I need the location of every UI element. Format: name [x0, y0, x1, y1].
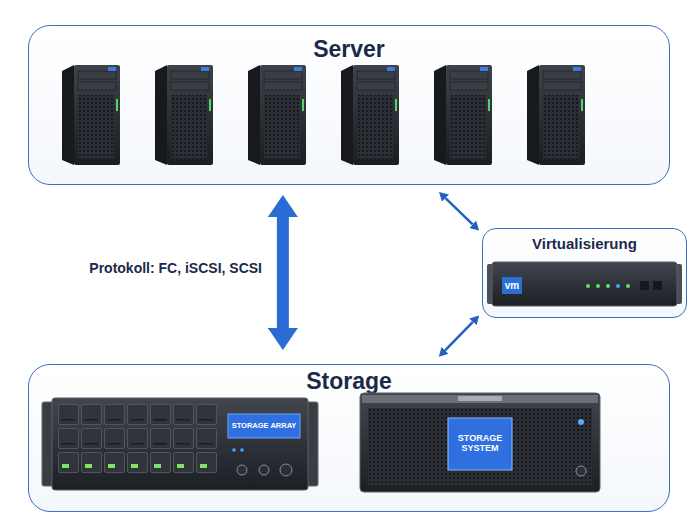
link-arrow [445, 322, 473, 351]
group-title: Virtualisierung [483, 234, 686, 254]
appliance-body [492, 262, 677, 306]
server-tower [341, 65, 399, 165]
server-tower [527, 65, 585, 165]
power-led [578, 419, 584, 425]
port [640, 281, 649, 290]
status-led [626, 284, 630, 288]
drive-bays [58, 452, 219, 476]
drive-bays [58, 404, 219, 452]
control-knob [237, 465, 247, 475]
server-tower [434, 65, 492, 165]
status-led [586, 284, 590, 288]
storage-system [360, 393, 600, 492]
edge-label: Protokoll: FC, iSCSI, SCSI [40, 260, 262, 276]
rack-ear [487, 264, 494, 304]
rack-handle [307, 402, 318, 486]
control-knob [259, 465, 269, 475]
group-box: Virtualisierung [482, 228, 687, 318]
storage-array [42, 398, 318, 490]
group-band: Storage [28, 364, 670, 512]
group-title: Storage [29, 367, 669, 395]
group-title: Server [29, 35, 669, 63]
port [653, 281, 662, 290]
server-tower [62, 65, 120, 165]
top-strip [362, 395, 598, 403]
rack-handle [42, 402, 53, 486]
group-band: Server [28, 25, 670, 185]
vm-logo [502, 277, 522, 294]
server-tower [248, 65, 306, 165]
control-knob [280, 464, 292, 476]
system-body [360, 393, 600, 492]
vm-appliance [487, 262, 682, 306]
server-tower [155, 65, 213, 165]
rack-ear [675, 264, 682, 304]
status-led [606, 284, 610, 288]
link-arrow [445, 198, 472, 224]
status-led [596, 284, 600, 288]
protocol-arrow [277, 217, 289, 328]
status-led [240, 448, 244, 452]
system-display [448, 418, 512, 470]
status-led [616, 284, 620, 288]
badge [458, 396, 502, 401]
array-display [228, 414, 300, 438]
status-led [232, 448, 236, 452]
front-grille [368, 408, 592, 486]
array-body [52, 398, 308, 490]
power-button [576, 466, 586, 476]
